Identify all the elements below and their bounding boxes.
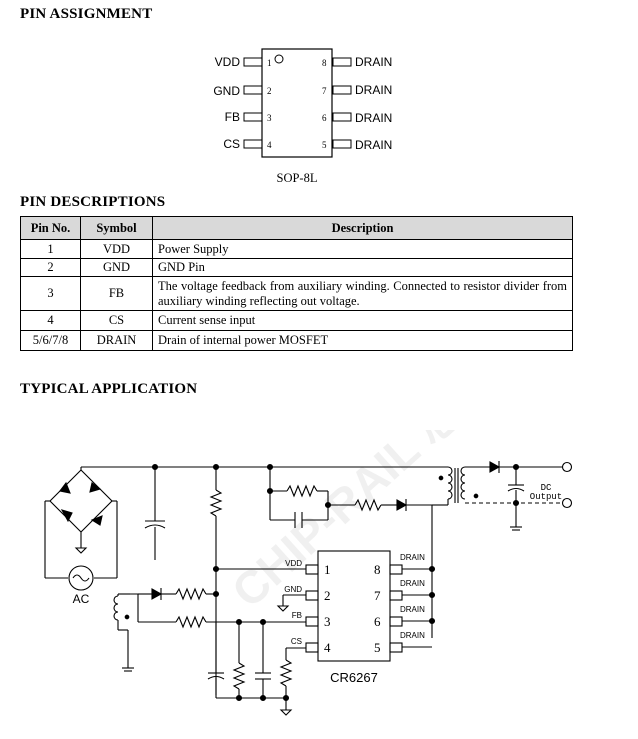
svg-text:GND: GND [213, 84, 240, 98]
pin-no-cell: 3 [20, 276, 81, 311]
svg-text:3: 3 [324, 614, 331, 629]
pin-no-cell: 4 [20, 310, 81, 331]
left-pin-4: CS 4 [223, 137, 272, 151]
svg-text:DRAIN: DRAIN [400, 605, 425, 614]
pin-description-table: Pin No. Symbol Description 1 VDD Power S… [20, 216, 573, 351]
output-stage: DC Output [465, 461, 573, 531]
transformer [431, 466, 479, 638]
svg-text:DRAIN: DRAIN [355, 111, 392, 125]
table-row: 2 GND GND Pin [20, 258, 573, 277]
right-pin-5: DRAIN 5 [322, 138, 392, 152]
ac-label: AC [73, 592, 90, 606]
table-row: 5/6/7/8 DRAIN Drain of internal power MO… [20, 330, 573, 351]
header-description: Description [152, 216, 573, 240]
description-cell: GND Pin [152, 258, 573, 277]
right-pin-8: DRAIN 8 [322, 55, 392, 69]
svg-text:8: 8 [322, 58, 327, 68]
description-cell: Drain of internal power MOSFET [152, 330, 573, 351]
chip-pin-drain-6: DRAIN 6 [374, 605, 425, 629]
pin-descriptions-heading: PIN DESCRIPTIONS [20, 194, 166, 210]
output-label: Output [530, 492, 562, 502]
symbol-cell: DRAIN [80, 330, 153, 351]
header-pin-no: Pin No. [20, 216, 81, 240]
feedback-network [138, 587, 306, 702]
svg-text:DRAIN: DRAIN [400, 553, 425, 562]
svg-text:5: 5 [322, 140, 327, 150]
svg-text:CHIP-RAIL 芯电子: CHIP-RAIL 芯电子 [222, 430, 541, 617]
typical-application-heading: TYPICAL APPLICATION [20, 381, 198, 397]
svg-text:DRAIN: DRAIN [355, 55, 392, 69]
svg-text:2: 2 [267, 86, 272, 96]
left-pin-2: GND 2 [213, 84, 271, 98]
auxiliary-winding [113, 593, 176, 672]
application-circuit: CHIP-RAIL 芯电子 AC [44, 430, 573, 716]
svg-text:CS: CS [291, 637, 302, 646]
svg-text:4: 4 [324, 640, 331, 655]
svg-text:6: 6 [374, 614, 381, 629]
gnd-cs-connections [276, 594, 306, 716]
svg-text:6: 6 [322, 113, 327, 123]
left-pin-3: FB 3 [225, 110, 272, 124]
bulk-capacitor [144, 467, 166, 560]
package-diagram: VDD 1 GND 2 FB 3 CS 4 DRAIN 8 DRAIN 7 DR… [213, 48, 392, 185]
watermark: CHIP-RAIL 芯电子 [222, 430, 541, 617]
svg-text:8: 8 [374, 562, 381, 577]
right-pin-7: DRAIN 7 [322, 83, 392, 97]
svg-text:VDD: VDD [285, 559, 302, 568]
chip-pin-cs: CS 4 [291, 637, 331, 655]
table-row: 1 VDD Power Supply [20, 239, 573, 259]
symbol-cell: FB [80, 276, 153, 311]
left-pin-1: VDD 1 [215, 55, 272, 69]
description-cell: Power Supply [152, 239, 573, 259]
chip-pin-gnd: GND 2 [284, 585, 330, 603]
symbol-cell: VDD [80, 239, 153, 259]
chip-pin-fb: FB 3 [292, 611, 331, 629]
pin-name: VDD [215, 55, 241, 69]
pin1-marker [274, 54, 284, 64]
description-cell: The voltage feedback from auxiliary wind… [152, 276, 573, 311]
controller-chip: VDD 1 GND 2 FB 3 CS 4 DRAIN 8 DRAIN 7 [284, 550, 436, 685]
bridge-rectifier [44, 467, 118, 579]
pin-no-cell: 1 [20, 239, 81, 259]
header-symbol: Symbol [80, 216, 153, 240]
symbol-cell: GND [80, 258, 153, 277]
table-row: 3 FB The voltage feedback from auxiliary… [20, 276, 573, 311]
chip-name: CR6267 [330, 670, 378, 685]
svg-text:CS: CS [223, 137, 240, 151]
chip-pin-drain-7: DRAIN 7 [374, 579, 425, 603]
svg-text:5: 5 [374, 640, 381, 655]
svg-text:FB: FB [292, 611, 302, 620]
svg-text:7: 7 [322, 86, 327, 96]
pin-assignment-heading: PIN ASSIGNMENT [20, 6, 153, 22]
svg-text:2: 2 [324, 588, 331, 603]
chip-pin-drain-5: DRAIN 5 [374, 631, 425, 655]
svg-text:GND: GND [284, 585, 302, 594]
pin-no-cell: 2 [20, 258, 81, 277]
svg-text:DRAIN: DRAIN [400, 631, 425, 640]
svg-text:DRAIN: DRAIN [355, 138, 392, 152]
svg-text:DRAIN: DRAIN [400, 579, 425, 588]
dc-label: DC [541, 483, 552, 493]
symbol-cell: CS [80, 310, 153, 331]
table-header-row: Pin No. Symbol Description [20, 216, 573, 240]
pin-no-cell: 5/6/7/8 [20, 330, 81, 351]
ic-body [261, 48, 333, 158]
svg-text:7: 7 [374, 588, 381, 603]
table-row: 4 CS Current sense input [20, 310, 573, 331]
right-pin-6: DRAIN 6 [322, 111, 392, 125]
package-name: SOP-8L [277, 171, 318, 185]
rcd-snubber [266, 463, 432, 528]
svg-text:4: 4 [267, 140, 272, 150]
description-cell: Current sense input [152, 310, 573, 331]
svg-text:FB: FB [225, 110, 240, 124]
svg-text:1: 1 [324, 562, 331, 577]
chip-pin-vdd: VDD 1 [285, 559, 330, 577]
ac-source: AC [68, 565, 94, 606]
svg-text:1: 1 [267, 58, 272, 68]
svg-text:3: 3 [267, 113, 272, 123]
svg-text:DRAIN: DRAIN [355, 83, 392, 97]
chip-pin-drain-8: DRAIN 8 [374, 553, 425, 577]
